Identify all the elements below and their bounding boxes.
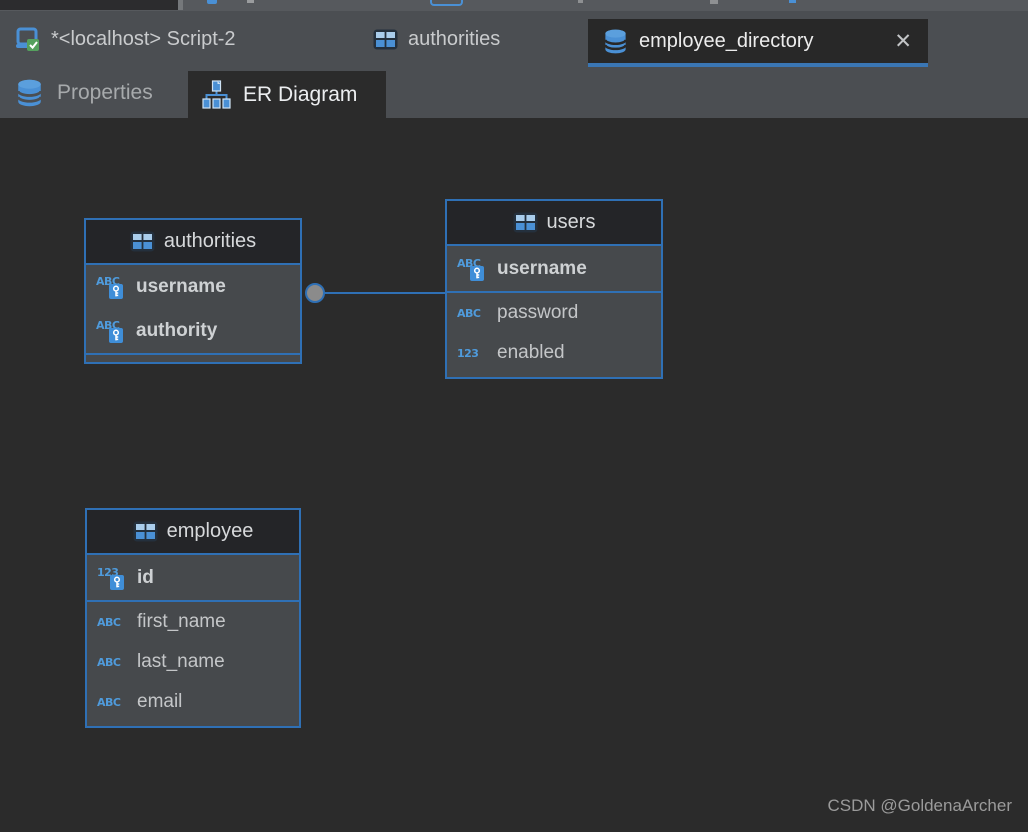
column-name: email: [137, 691, 183, 712]
database-icon: [13, 78, 46, 108]
column-name: username: [136, 276, 226, 297]
column-name: username: [497, 257, 587, 279]
top-toolbar-strip: [0, 0, 1028, 11]
er-column-row[interactable]: ABC authority: [86, 309, 300, 353]
relation-endpoint-dot[interactable]: [305, 283, 325, 303]
tab-label: ER Diagram: [243, 82, 358, 106]
er-column-row[interactable]: ABC username: [447, 246, 661, 291]
er-table-name: users: [546, 211, 596, 233]
toolbar-icon-fragment: [578, 0, 583, 3]
column-name: id: [137, 566, 154, 588]
text-type-icon: ABC: [96, 272, 127, 302]
er-table-name: authorities: [163, 230, 257, 252]
text-type-icon: ABC: [457, 254, 488, 284]
pk-separator: [87, 600, 299, 602]
tab-script-2[interactable]: *<localhost> Script-2: [14, 11, 236, 67]
text-type-icon: ABC: [97, 656, 121, 669]
table-icon: [513, 212, 538, 233]
er-column-row[interactable]: ABC first_name: [87, 602, 299, 642]
text-type-icon: ABC: [97, 616, 121, 629]
table-icon: [133, 521, 158, 542]
tab-properties[interactable]: Properties: [13, 67, 153, 118]
numeric-type-icon: 123: [97, 563, 128, 593]
er-table-header[interactable]: authorities: [86, 220, 300, 265]
table-icon: [373, 29, 398, 50]
er-diagram-canvas[interactable]: authorities ABC username ABC: [0, 118, 1028, 832]
toolbar-icon-fragment: [430, 0, 463, 6]
pk-separator: [86, 353, 300, 355]
tab-label: authorities: [408, 27, 501, 50]
text-type-icon: ABC: [457, 307, 481, 320]
toolbar-icon-fragment: [710, 0, 718, 4]
script-icon: [14, 26, 41, 53]
tab-er-diagram[interactable]: ER Diagram: [188, 71, 386, 118]
columns-section: ABC first_name ABC last_name ABC email: [87, 602, 299, 726]
empty-columns-section: [86, 355, 300, 362]
watermark: CSDN @GoldenaArcher: [827, 796, 1013, 815]
text-type-icon: ABC: [97, 696, 121, 709]
column-name: last_name: [137, 651, 225, 672]
relation-line[interactable]: [324, 292, 445, 294]
er-column-row[interactable]: 123 enabled: [447, 333, 661, 373]
column-name: authority: [136, 320, 218, 341]
er-column-row[interactable]: ABC username: [86, 265, 300, 309]
er-column-row[interactable]: ABC password: [447, 293, 661, 333]
tab-label: Properties: [57, 80, 153, 104]
primary-key-icon: [109, 284, 123, 299]
tab-label: employee_directory: [639, 29, 814, 52]
database-icon: [602, 28, 629, 55]
er-table-header[interactable]: users: [447, 201, 661, 246]
column-name: enabled: [497, 342, 565, 363]
column-name: password: [497, 302, 579, 323]
primary-key-icon: [470, 265, 484, 281]
er-table-authorities[interactable]: authorities ABC username ABC: [84, 218, 302, 364]
er-table-employee[interactable]: employee 123 id ABC first: [85, 508, 301, 728]
window-corner: [0, 0, 183, 10]
primary-key-icon: [109, 328, 123, 343]
er-table-name: employee: [166, 520, 254, 542]
column-name: first_name: [137, 611, 226, 632]
toolbar-icon-fragment: [207, 0, 217, 4]
primary-key-icon: [110, 574, 124, 590]
er-column-row[interactable]: ABC email: [87, 682, 299, 722]
toolbar-icon-fragment: [247, 0, 254, 3]
tab-label: *<localhost> Script-2: [51, 27, 236, 50]
er-diagram-icon: [201, 79, 232, 110]
er-table-users[interactable]: users ABC username ABC pa: [445, 199, 663, 379]
tab-employee-directory[interactable]: employee_directory ✕: [588, 19, 928, 67]
er-table-header[interactable]: employee: [87, 510, 299, 555]
tab-authorities[interactable]: authorities: [373, 11, 500, 67]
table-icon: [130, 231, 155, 252]
columns-section: ABC password 123 enabled: [447, 293, 661, 377]
er-column-row[interactable]: ABC last_name: [87, 642, 299, 682]
close-icon[interactable]: ✕: [894, 29, 912, 53]
er-column-row[interactable]: 123 id: [87, 555, 299, 600]
toolbar-icon-fragment: [789, 0, 796, 3]
view-tab-bar: Properties ER Diagram: [0, 67, 1028, 118]
pk-separator: [447, 291, 661, 293]
text-type-icon: ABC: [96, 316, 127, 346]
editor-tab-bar: *<localhost> Script-2 authorities employ…: [0, 11, 1028, 67]
numeric-type-icon: 123: [457, 347, 479, 360]
